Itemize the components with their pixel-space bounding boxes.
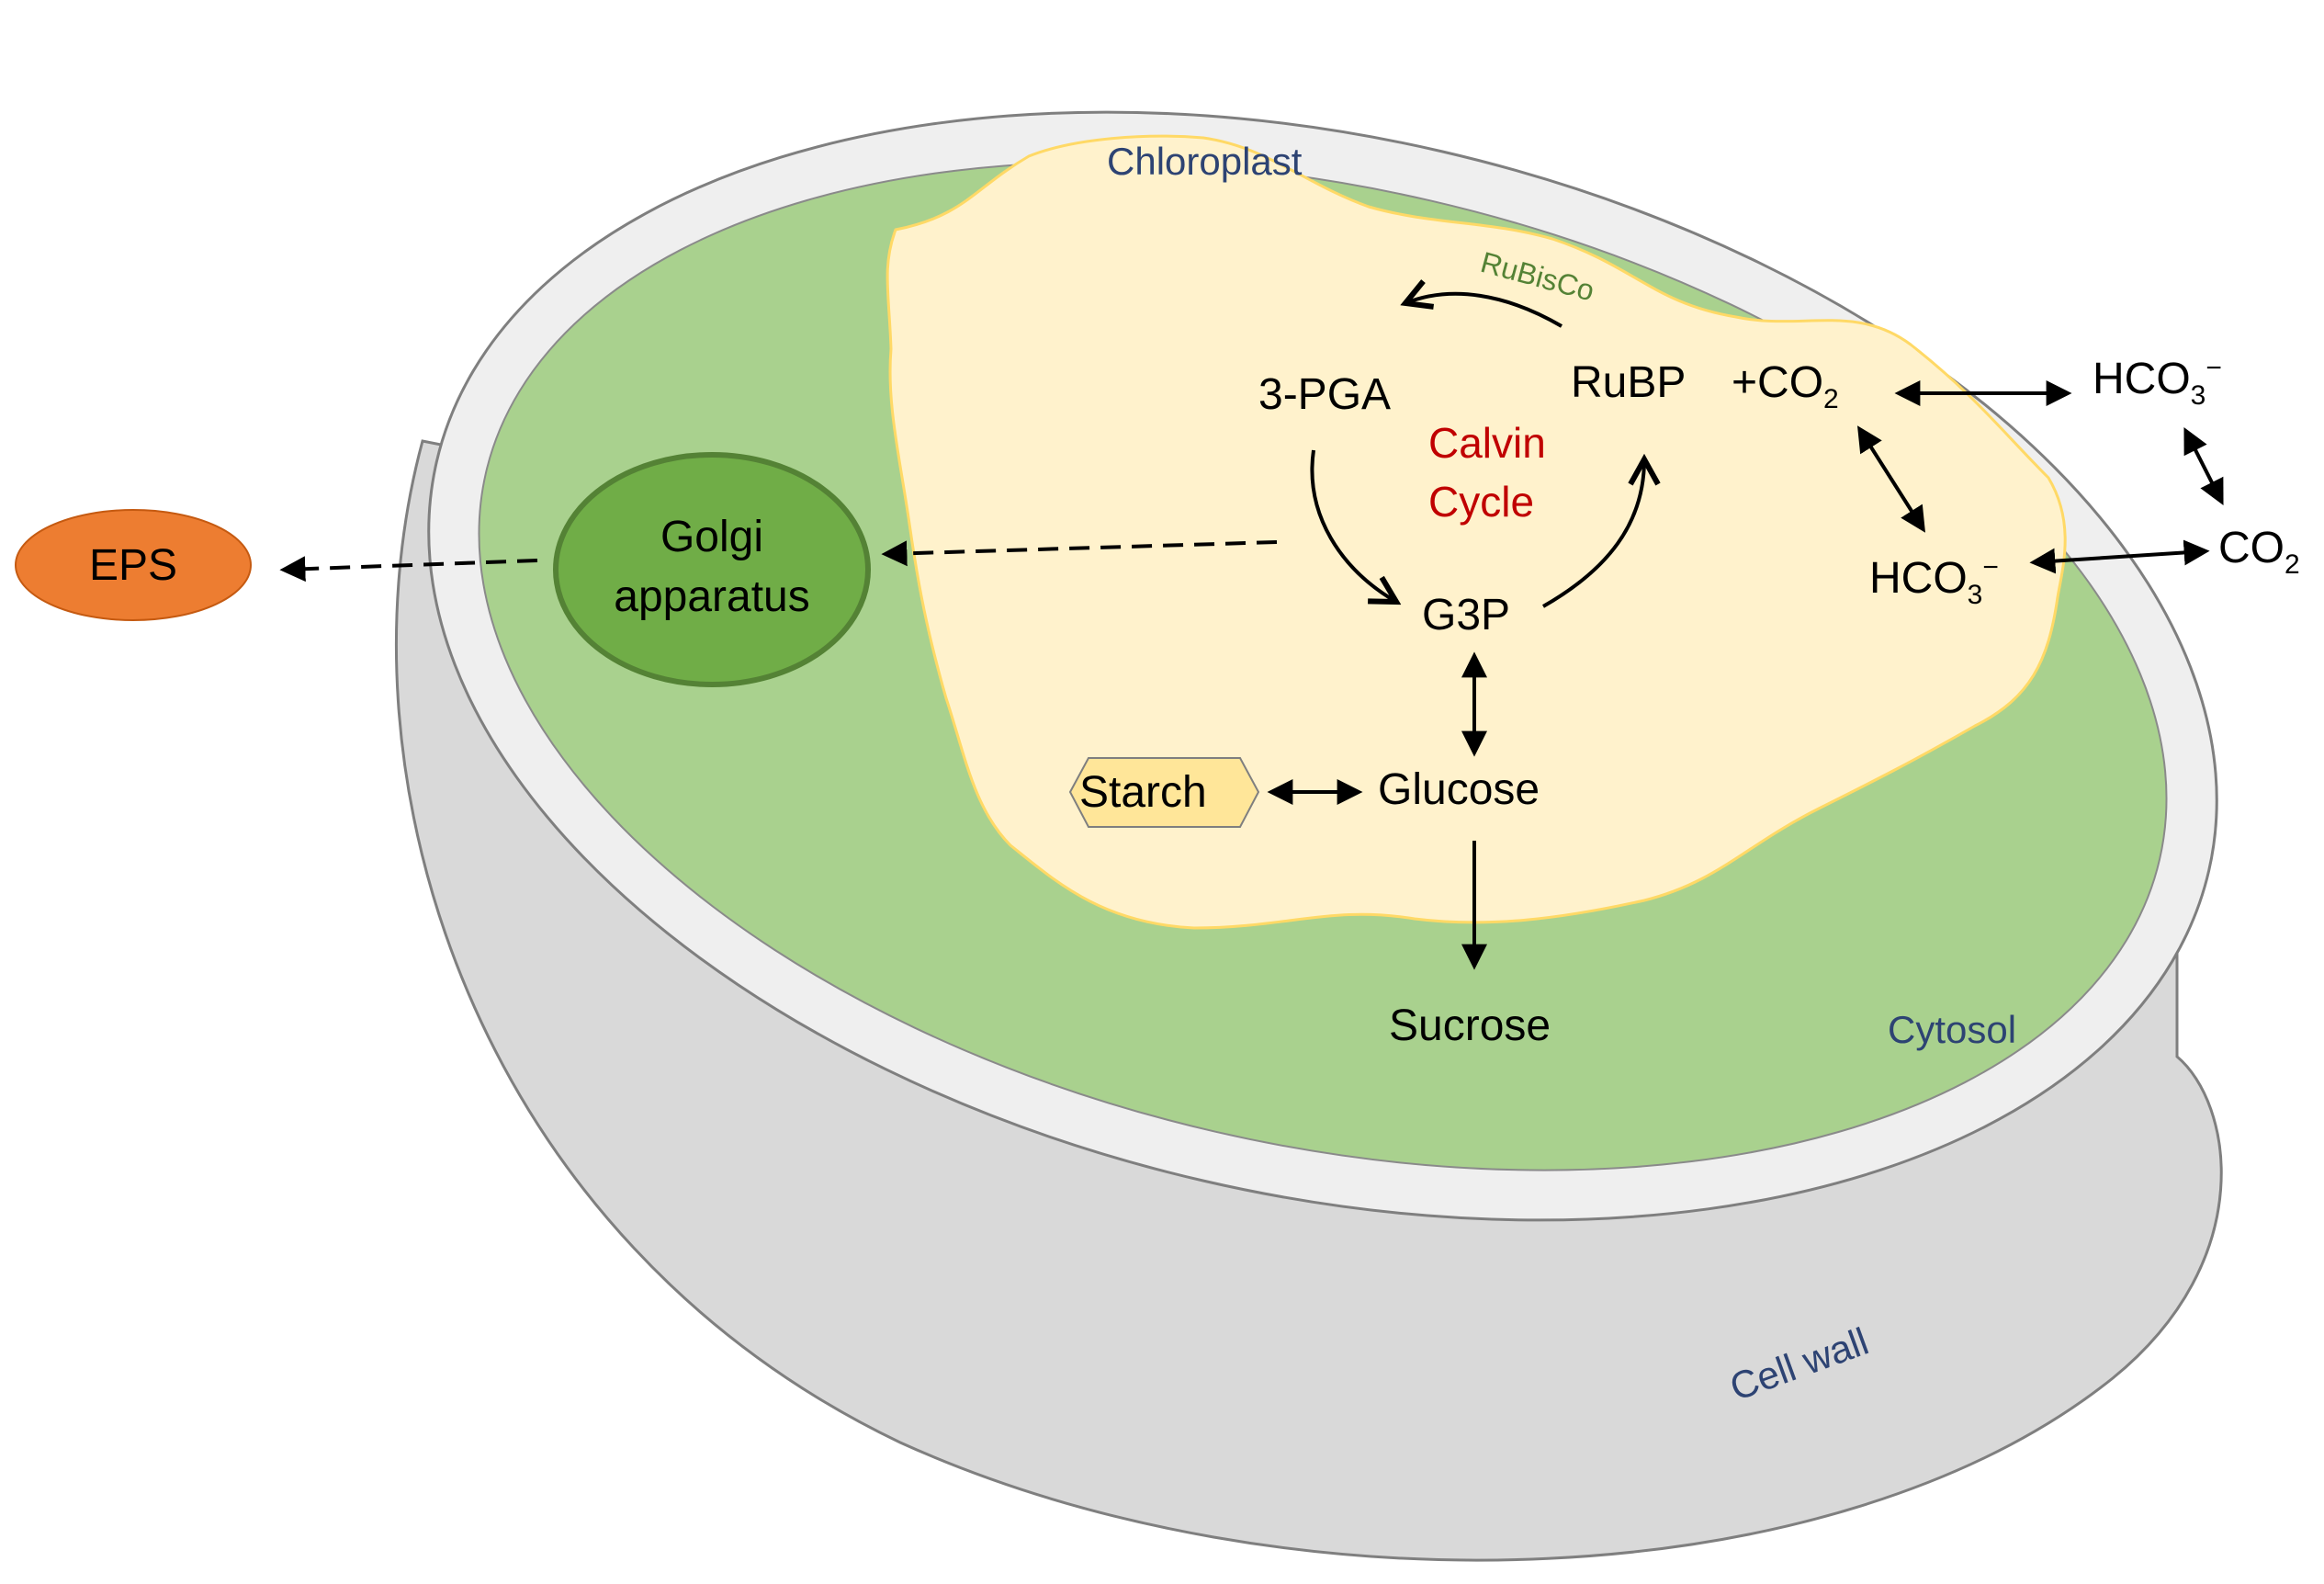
starch-label: Starch — [1079, 768, 1207, 817]
starch-box — [1068, 757, 1260, 828]
rubp-label: RuBP — [1571, 358, 1686, 407]
arrow-g3p-to-rubp — [1542, 459, 1644, 608]
co2-outer-label: CO2 — [2218, 524, 2300, 580]
g3p-label: G3P — [1422, 591, 1510, 639]
arrow-hco3-inner-co2-outer — [2029, 539, 2210, 574]
chloroplast-label: Chloroplast — [1107, 140, 1303, 183]
golgi-shape — [553, 452, 871, 687]
arrow-g3p-golgi — [881, 540, 1278, 567]
arrow-golgi-eps — [279, 556, 538, 583]
sucrose-label: Sucrose — [1389, 1001, 1551, 1050]
hco3-inner-label: HCO3− — [1869, 552, 1999, 610]
glucose-label: Glucose — [1378, 765, 1540, 814]
calvin-label: Calvin — [1428, 419, 1546, 467]
golgi-label-line1: Golgi — [660, 513, 763, 561]
eps-label: EPS — [89, 541, 177, 590]
eps-shape — [15, 509, 252, 621]
golgi-label-line2: apparatus — [614, 572, 810, 621]
cycle-label: Cycle — [1428, 478, 1534, 526]
hco3-outer-label: HCO3− — [2093, 353, 2222, 411]
cytosol-label: Cytosol — [1888, 1008, 2016, 1051]
pga-label: 3-PGA — [1258, 370, 1391, 419]
arrow-hco3-co2-outer — [2183, 427, 2224, 505]
arrow-co2-hco3-inner — [1856, 425, 1926, 533]
co2-plus-label: +CO2 — [1732, 358, 1839, 414]
arrow-pga-to-g3p — [1310, 449, 1396, 602]
arrow-rubp-to-pga — [1405, 294, 1563, 328]
chloroplast-area — [886, 134, 2067, 930]
